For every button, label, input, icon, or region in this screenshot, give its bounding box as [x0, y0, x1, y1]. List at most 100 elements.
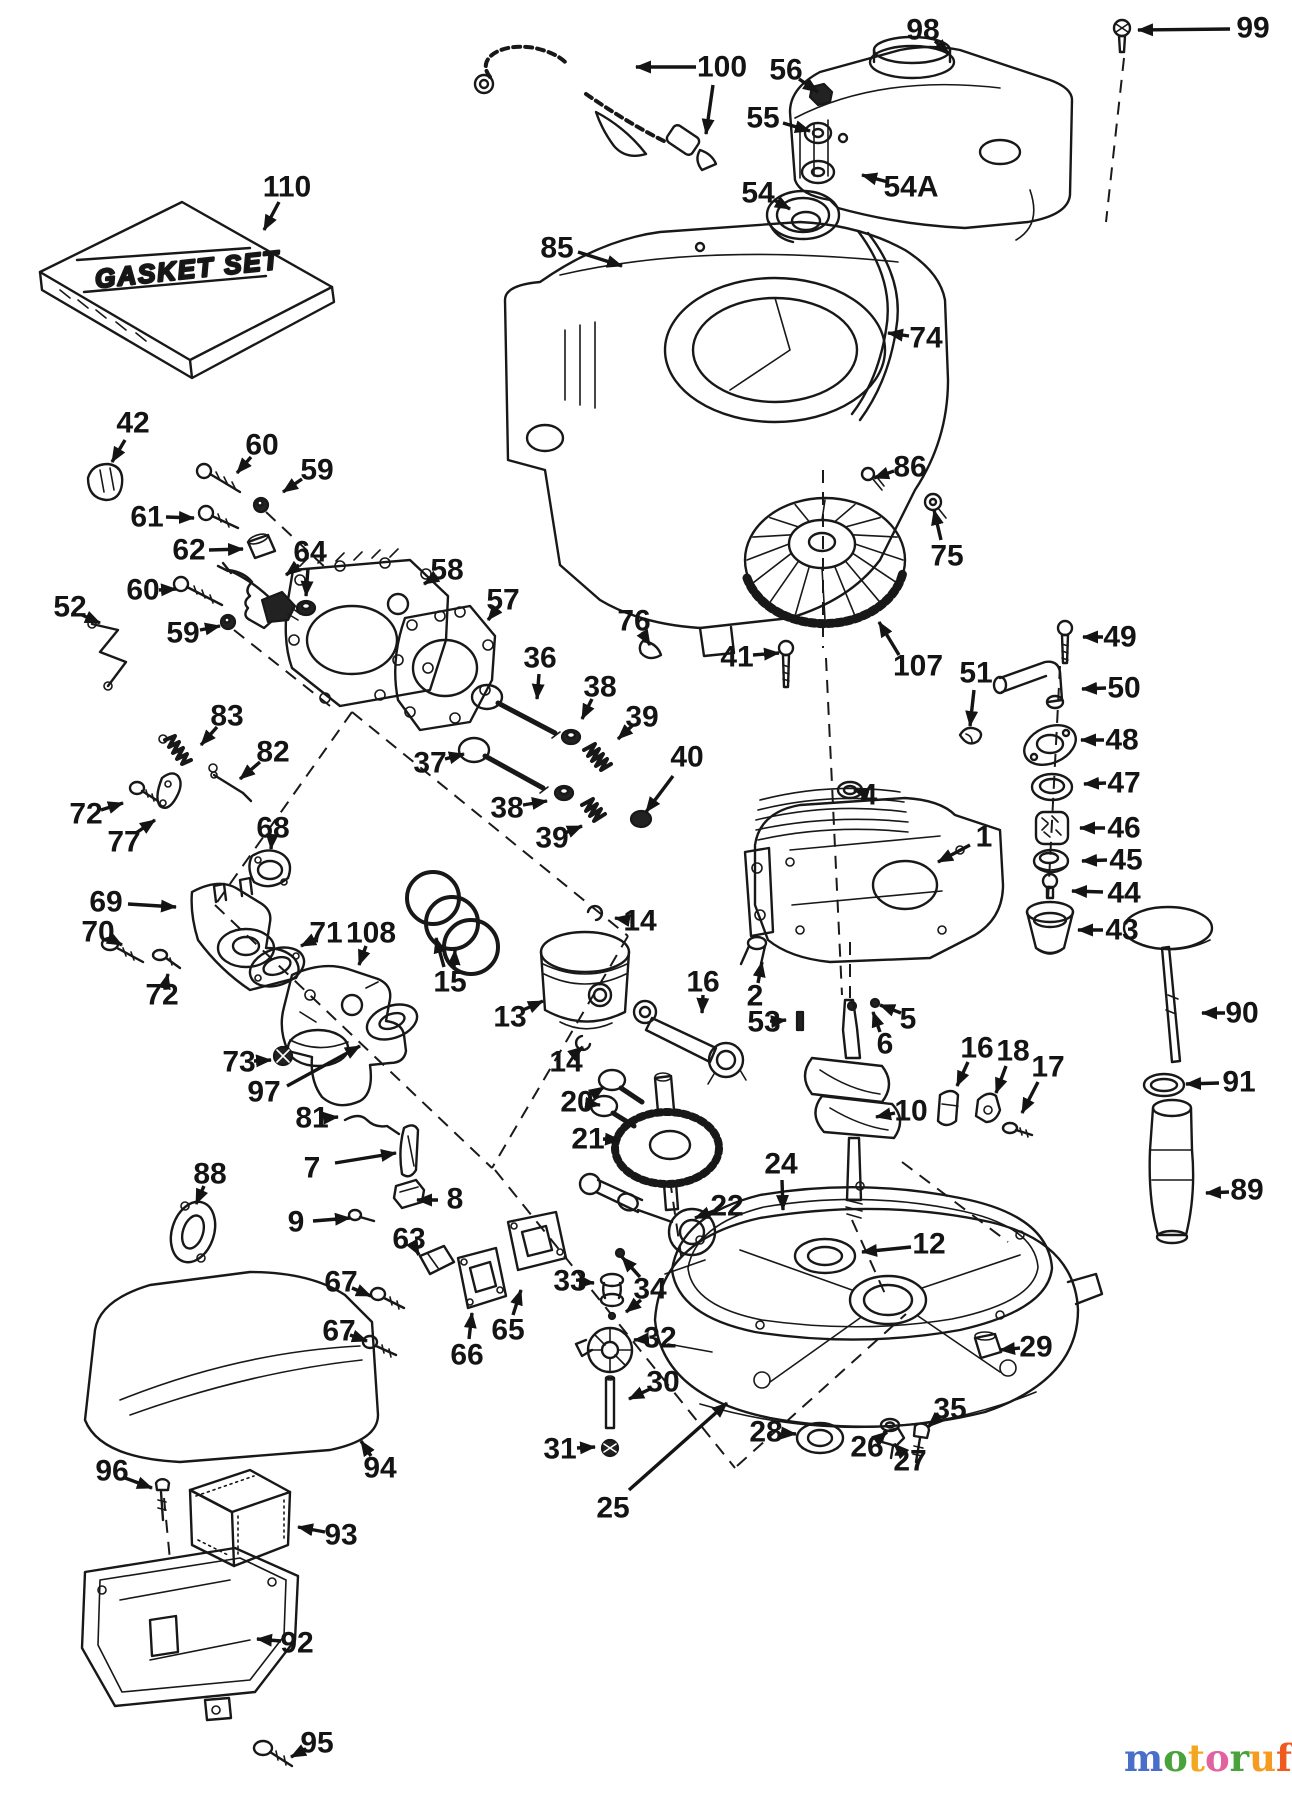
motoruf-watermark: motoruf.de	[1124, 1736, 1292, 1780]
part-callout-76: 76	[617, 605, 652, 646]
part-number-label: 93	[324, 1519, 357, 1552]
part-callout-47: 47	[1083, 767, 1141, 800]
part-callout-17: 17	[1020, 1051, 1065, 1114]
part-number-label: 72	[69, 798, 102, 831]
part-callout-81: 81	[295, 1102, 339, 1135]
gasket-97	[365, 1003, 419, 1041]
part-number-label: 27	[893, 1445, 926, 1478]
gasket-47	[1030, 772, 1074, 802]
part-number-label: 38	[490, 792, 523, 825]
breather-screw-49	[1056, 619, 1074, 665]
part-number-label: 69	[89, 886, 122, 919]
part-callout-85: 85	[540, 232, 623, 268]
part-number-label: 41	[720, 641, 753, 674]
part-number-label: 98	[906, 14, 939, 47]
leader-arrow	[965, 689, 979, 727]
leader-arrow	[701, 84, 715, 135]
screw-72a	[128, 780, 160, 803]
leader-arrow	[1081, 681, 1107, 695]
part-number-label: 107	[893, 650, 943, 683]
part-number-label: 66	[450, 1339, 483, 1372]
leader-arrow	[620, 1255, 642, 1279]
part-number-label: 39	[535, 822, 568, 855]
gasket-71	[248, 946, 306, 988]
screw-17	[1001, 1121, 1034, 1138]
part-callout-15: 15	[433, 937, 467, 999]
part-number-label: 12	[912, 1228, 945, 1261]
part-callout-39: 39	[616, 701, 659, 741]
washer-55	[803, 121, 833, 145]
leader-arrow	[994, 1065, 1008, 1094]
leader-arrow	[776, 1179, 789, 1211]
leader-arrow	[887, 328, 910, 342]
leader-arrow	[406, 1238, 421, 1256]
part-number-label: 71	[309, 917, 342, 950]
part-callout-14: 14	[614, 905, 657, 938]
leader-arrow	[937, 843, 971, 864]
part-callout-41: 41	[720, 641, 780, 674]
part-number-label: 67	[322, 1315, 355, 1348]
dipstick-90	[1122, 905, 1214, 1064]
leader-arrow	[110, 439, 127, 463]
oil-fill-tube-89	[1148, 1098, 1195, 1245]
part-number-label: 14	[623, 905, 657, 938]
part-number-label: 64	[293, 536, 327, 569]
part-callout-20: 20	[560, 1086, 605, 1119]
part-number-label: 108	[346, 917, 396, 950]
part-number-label: 94	[363, 1452, 397, 1485]
leader-arrow	[798, 77, 819, 94]
part-callout-93: 93	[297, 1519, 358, 1552]
fuel-line-74	[850, 229, 899, 422]
washer-54A	[800, 159, 836, 185]
valve-spring-39b	[580, 797, 607, 823]
part-number-label: 110	[263, 171, 311, 204]
leader-arrow	[433, 937, 447, 968]
leader-arrow	[773, 195, 791, 211]
part-callout-37: 37	[413, 747, 465, 780]
part-callout-98: 98	[906, 14, 951, 56]
part-callout-49: 49	[1082, 621, 1137, 654]
part-number-label: 7	[304, 1152, 321, 1185]
leader-arrow	[853, 787, 871, 801]
bracket-8	[392, 1178, 426, 1210]
leader-arrow	[879, 1003, 902, 1017]
part-number-label: 30	[646, 1366, 679, 1399]
leader-arrow	[875, 1107, 896, 1121]
part-number-label: 36	[523, 642, 556, 675]
piston-rings-15	[405, 870, 500, 976]
part-number-label: 65	[491, 1314, 524, 1347]
spark-plug-wire	[473, 44, 718, 172]
part-callout-44: 44	[1071, 877, 1141, 910]
part-callout-72: 72	[145, 973, 179, 1012]
part-number-label: 88	[193, 1158, 226, 1191]
part-number-label: 9	[288, 1206, 305, 1239]
leader-arrow	[194, 1185, 209, 1205]
part-callout-54A: 54A	[861, 171, 939, 204]
part-callout-16: 16	[686, 966, 720, 1014]
gasket-65	[506, 1210, 568, 1272]
leader-arrow	[265, 833, 279, 850]
leader-arrow	[262, 201, 281, 231]
leader-arrow	[1137, 23, 1231, 37]
part-callout-65: 65	[491, 1289, 525, 1347]
part-number-label: 61	[130, 501, 163, 534]
leader-arrow	[284, 560, 302, 577]
part-callout-48: 48	[1080, 724, 1139, 757]
part-callout-30: 30	[628, 1366, 680, 1401]
part-number-label: 50	[1107, 672, 1140, 705]
plug-29	[973, 1331, 1003, 1360]
part-number-label: 55	[746, 102, 779, 135]
nut-31	[600, 1438, 620, 1458]
governor-shaft-30	[604, 1375, 616, 1430]
part-number-label: 39	[625, 701, 658, 734]
part-number-label: 76	[617, 605, 650, 638]
leader-arrow	[208, 542, 244, 556]
washer-34a	[614, 1247, 626, 1259]
terminal-boot-42	[86, 462, 124, 502]
leader-arrow	[165, 510, 195, 524]
part-callout-6: 6	[871, 1011, 893, 1061]
valve-cap-40	[629, 809, 653, 829]
oil-pump-22	[578, 1172, 717, 1257]
leader-arrow	[158, 583, 177, 597]
